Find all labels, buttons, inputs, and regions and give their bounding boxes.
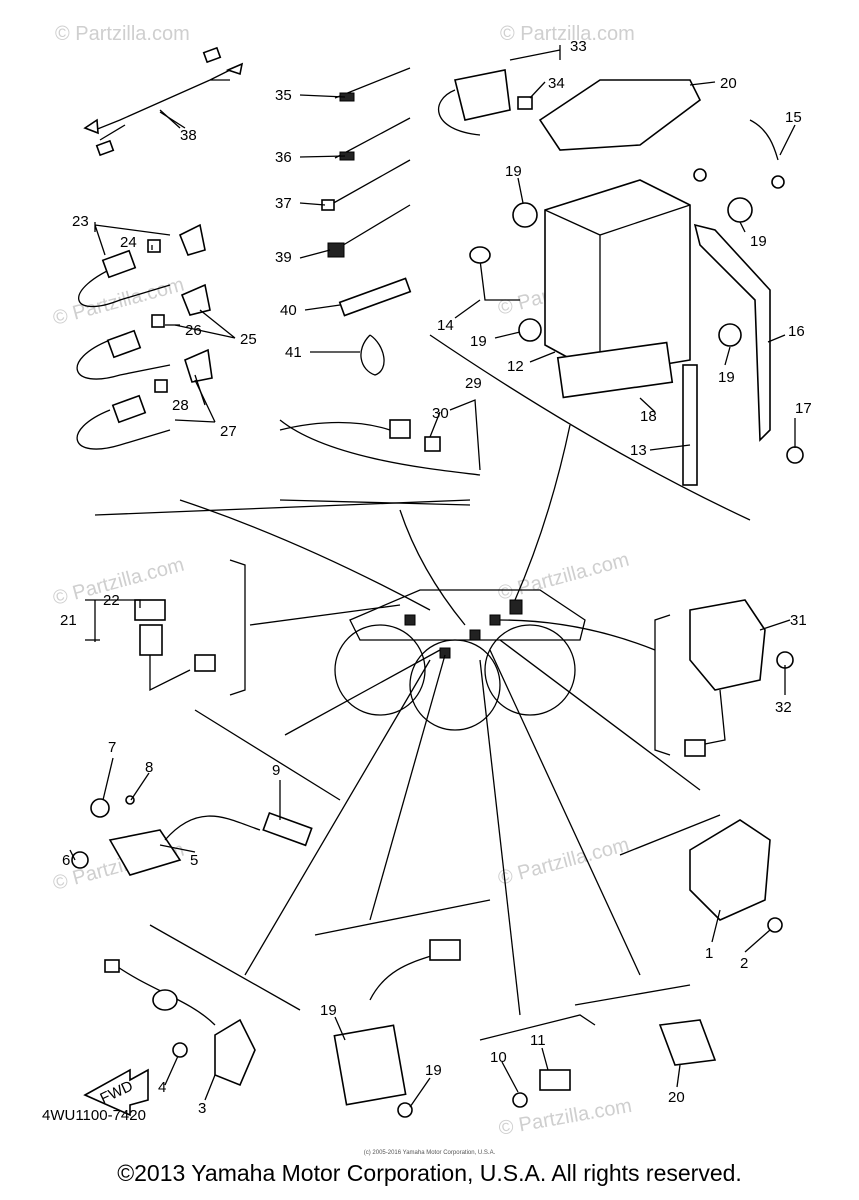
callout-28: 25 — [240, 331, 257, 348]
callout-39: 36 — [275, 149, 292, 166]
callout-19-b: 19 — [750, 233, 767, 250]
callout-40: 37 — [275, 195, 292, 212]
callout-42: 39 — [275, 249, 292, 266]
small-copyright: (c) 2005-2016 Yamaha Motor Corporation, … — [363, 1150, 496, 1156]
pickup-coil: FWD — [83, 924, 301, 1117]
callout-31: 28 — [172, 397, 189, 414]
callout-15: 15 — [785, 109, 802, 126]
callout-33: 30 — [432, 405, 449, 422]
callout-5: 5 — [190, 852, 198, 869]
ignition-coil — [71, 709, 341, 876]
watermark: © Partzilla.com — [51, 274, 187, 330]
callout-6: 6 — [62, 852, 70, 869]
callout-27: 24 — [120, 234, 137, 251]
cdi-unit — [619, 814, 783, 933]
callout-38: 35 — [275, 87, 292, 104]
callout-25: 22 — [103, 592, 120, 609]
spark-plug-caps — [76, 223, 213, 450]
callout-30: 27 — [220, 423, 237, 440]
vehicle-frame — [179, 424, 701, 1016]
callout-11: 11 — [530, 1032, 546, 1049]
callout-37: 34 — [548, 75, 565, 92]
callout-18: 18 — [640, 408, 657, 425]
connector-32-33 — [94, 419, 481, 516]
callout-43: 40 — [280, 302, 297, 319]
callout-14: 14 — [437, 317, 454, 334]
callout-26: 23 — [72, 213, 89, 230]
callout-34: 31 — [790, 612, 807, 629]
callout-22: 19 — [425, 1062, 442, 1079]
callout-10: 10 — [490, 1049, 507, 1066]
callout-19-a: 19 — [505, 163, 522, 180]
callout-35: 32 — [775, 699, 792, 716]
callout-19-c: 19 — [470, 333, 487, 350]
callout-8: 8 — [145, 759, 153, 776]
callout-21: 19 — [320, 1002, 337, 1019]
callout-32: 29 — [465, 375, 482, 392]
diagram-code: 4WU1100-7420 — [42, 1107, 146, 1124]
regulator-unit — [314, 899, 491, 1118]
rectifier-regulator — [654, 599, 794, 757]
sensor-unit — [479, 1014, 596, 1108]
callout-29: 26 — [185, 322, 202, 339]
battery-assembly — [429, 69, 804, 521]
callout-3: 3 — [198, 1100, 206, 1117]
watermark: © Partzilla.com — [500, 23, 635, 45]
callout-13: 13 — [630, 442, 647, 459]
callout-4: 4 — [158, 1079, 166, 1096]
watermark: © Partzilla.com — [496, 834, 632, 890]
callout-1: 1 — [705, 945, 713, 962]
cable-ties — [321, 67, 412, 376]
watermark: © Partzilla.com — [55, 23, 190, 45]
callout-17: 17 — [795, 400, 812, 417]
coupler-23 — [574, 984, 717, 1066]
callout-16: 16 — [788, 323, 805, 340]
callout-44: 41 — [285, 344, 302, 361]
callout-24: 21 — [60, 612, 77, 629]
footer-copyright: ©2013 Yamaha Motor Corporation, U.S.A. A… — [117, 1160, 742, 1186]
callout-2: 2 — [740, 955, 748, 972]
callout-20: 20 — [720, 75, 737, 92]
callout-36: 33 — [570, 38, 587, 55]
callout-19-d: 19 — [718, 369, 735, 386]
leader-lines — [69, 45, 796, 1108]
callout-7: 7 — [108, 739, 116, 756]
callout-12: 12 — [507, 358, 524, 375]
callout-23: 20 — [668, 1089, 685, 1106]
watermarks: © Partzilla.com © Partzilla.com © Partzi… — [51, 23, 635, 1140]
callout-41: 38 — [180, 127, 197, 144]
callout-labels: 33 34 20 15 19 19 14 19 12 19 16 17 18 1… — [60, 38, 812, 1117]
callout-9: 9 — [272, 762, 280, 779]
main-switch — [134, 559, 246, 696]
wire-harness-41 — [83, 46, 244, 157]
